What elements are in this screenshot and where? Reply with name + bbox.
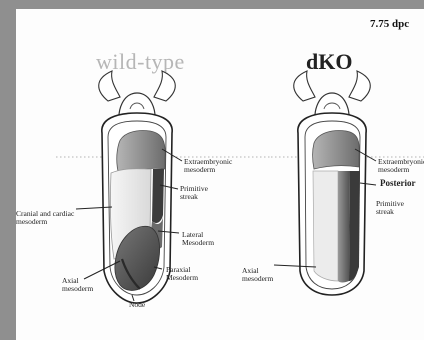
dko-label-extraembryonic-mesoderm: Extraembryonic mesoderm	[378, 158, 424, 174]
dko-embryo	[274, 71, 376, 295]
wt-extraembryonic-mesoderm	[117, 131, 165, 176]
wt-right-flap	[154, 71, 175, 101]
wt-label-paraxial-mesoderm: Paraxial Mesoderm	[166, 266, 198, 282]
dko-axial-band	[338, 171, 350, 283]
wt-label-extraembryonic-mesoderm: Extraembryonic mesoderm	[184, 158, 232, 174]
slide: 7.75 dpc wild-type dKO	[16, 9, 424, 340]
dko-label-primitive-streak: Primitive streak	[376, 200, 404, 216]
wt-left-flap	[99, 71, 120, 101]
wt-label-primitive-streak: Primitive streak	[180, 185, 208, 201]
dko-central-region	[313, 171, 338, 281]
dko-left-flap	[294, 71, 315, 101]
dko-right-flap	[349, 71, 370, 101]
wt-primitive-streak	[152, 169, 164, 223]
dko-label-axial-mesoderm: Axial mesoderm	[242, 267, 273, 283]
dko-primitive-streak	[349, 171, 360, 281]
wt-label-axial-mesoderm: Axial mesoderm	[62, 277, 93, 293]
dko-extraembryonic-mesoderm	[313, 131, 360, 170]
wt-label-node: Node	[129, 301, 145, 309]
dko-label-posterior: Posterior	[380, 179, 415, 187]
wt-label-cranial-cardiac-mesoderm: Cranial and cardiac mesoderm	[16, 210, 74, 226]
wt-label-lateral-mesoderm: Lateral Mesoderm	[182, 231, 214, 247]
